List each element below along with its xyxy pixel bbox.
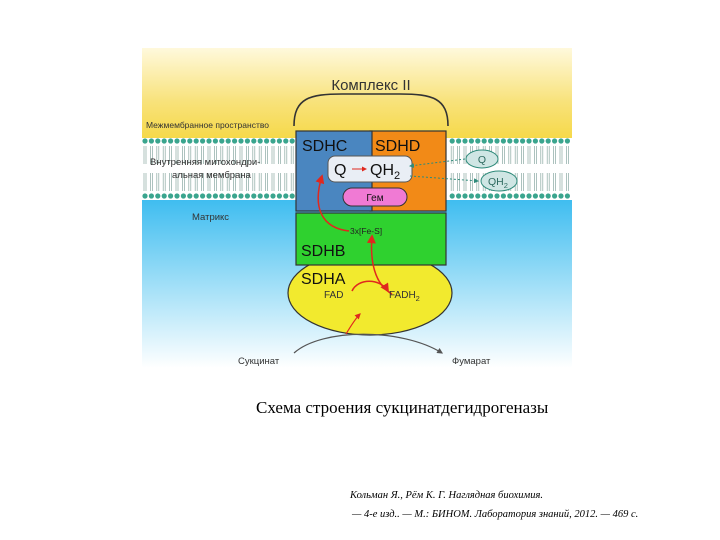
q-external-label: Q [478,154,486,166]
sdha-label: SDHA [301,271,346,288]
electron-path-fad-to-fadh2 [351,280,389,293]
heme [342,187,408,207]
heme-label: Гем [366,193,383,204]
succinate-fumarate-arrow [293,333,444,354]
q-in-arrow [409,158,466,168]
citation-line-2: — 4-е изд.. — М.: БИНОМ. Лаборатория зна… [352,509,639,520]
qh2-inside-label: QH2 [370,162,400,182]
succinate-label: Сукцинат [238,356,280,367]
q-external [465,149,499,169]
q-site-box [327,155,413,183]
inner-membrane-label-1: Внутренняя митохондри- [150,157,260,168]
complex-ii-diagram: Комплекс II Межмембранное пространство В… [142,48,572,368]
sdhd-label: SDHD [375,138,420,155]
complex-bracket [293,93,449,127]
fumarate-label: Фумарат [452,356,491,367]
intermembrane-label: Межмембранное пространство [146,120,269,130]
figure-caption: Схема строения сукцинатдегидрогеназы [256,398,549,417]
lipid-bilayer [142,138,570,199]
sdhb-label: SDHB [301,243,345,260]
inner-membrane-label-2: альная мембрана [172,170,252,181]
fad-label: FAD [324,290,343,301]
fadh2-label: FADH2 [389,290,420,303]
sdhc-label: SDHC [302,138,347,155]
complex-ii-title: Комплекс II [331,77,410,94]
citation-line-1: Кольман Я., Рём К. Г. Наглядная биохимия… [350,490,543,501]
electron-path-fes-to-q [315,174,350,232]
succinate-to-complex-arrow [345,313,361,335]
fes-label: 3x[Fe-S] [350,226,382,236]
q-inside-label: Q [334,162,346,179]
intermembrane-space [142,48,572,138]
qh2-external [480,170,518,192]
qh2-external-label: QH2 [488,176,508,190]
qh2-out-arrow [409,175,479,184]
matrix-label: Матрикс [192,212,229,223]
